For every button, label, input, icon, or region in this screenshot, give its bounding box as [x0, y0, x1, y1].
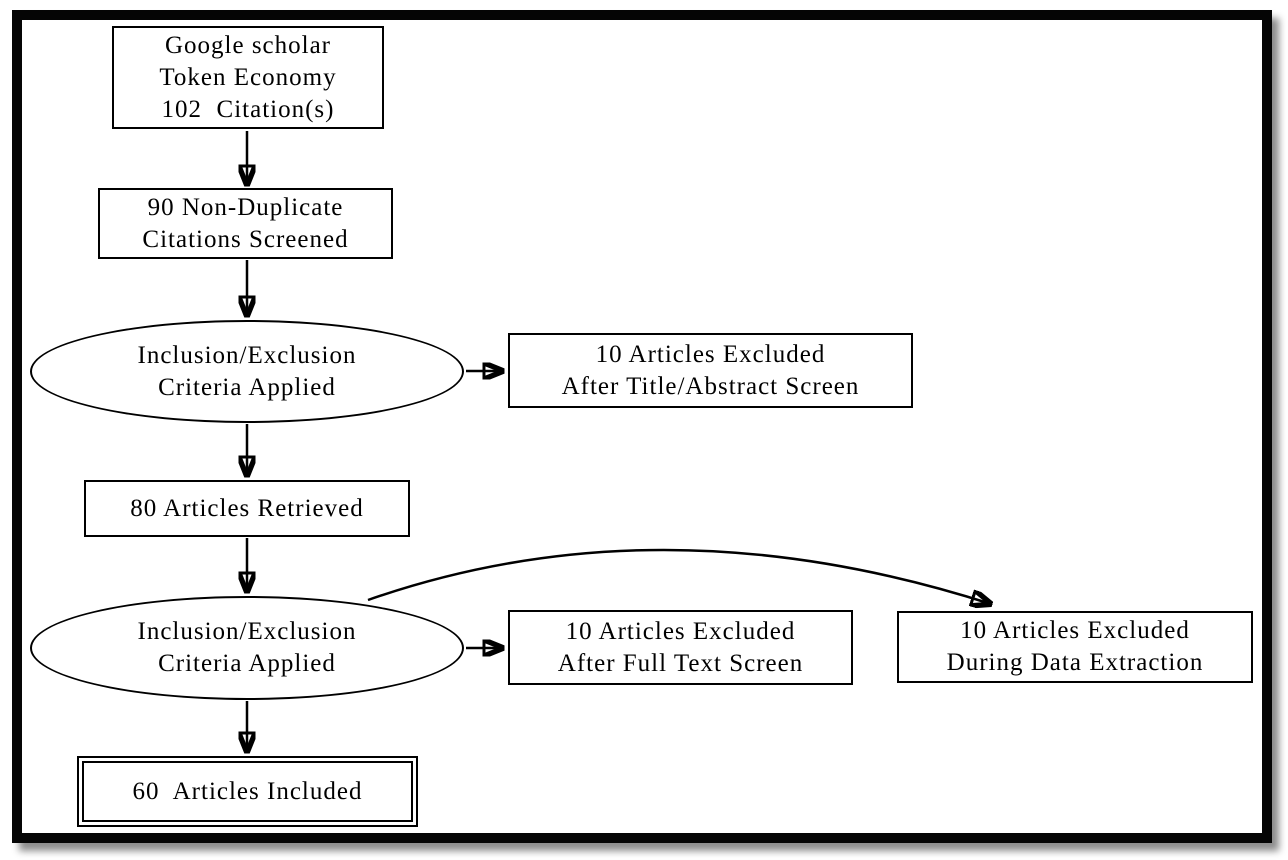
node-excluded-data-extraction: 10 Articles Excluded During Data Extract…	[897, 611, 1253, 683]
node-label: 10 Articles Excluded After Full Text Scr…	[557, 617, 804, 677]
node-excluded-full-text: 10 Articles Excluded After Full Text Scr…	[508, 610, 853, 685]
node-label: 10 Articles Excluded During Data Extract…	[946, 617, 1204, 676]
node-excluded-title-abstract: 10 Articles Excluded After Title/Abstrac…	[508, 333, 913, 408]
node-label: 80 Articles Retrieved	[130, 494, 364, 522]
node-label: 60 Articles Included	[132, 777, 363, 805]
node-label: 90 Non-Duplicate Citations Screened	[142, 193, 349, 253]
node-articles-retrieved: 80 Articles Retrieved	[84, 480, 410, 537]
node-articles-included: 60 Articles Included	[77, 756, 418, 827]
node-label: Inclusion/Exclusion Criteria Applied	[137, 341, 357, 401]
node-label: Inclusion/Exclusion Criteria Applied	[137, 618, 357, 677]
node-label: Google scholar Token Economy 102 Citatio…	[159, 31, 337, 123]
node-google-scholar-source: Google scholar Token Economy 102 Citatio…	[112, 26, 384, 129]
node-criteria-applied-2: Inclusion/Exclusion Criteria Applied	[30, 596, 464, 700]
node-criteria-applied-1: Inclusion/Exclusion Criteria Applied	[30, 320, 464, 423]
node-inner-border: 60 Articles Included	[82, 761, 413, 822]
node-label: 10 Articles Excluded After Title/Abstrac…	[561, 340, 860, 400]
diagram-frame	[12, 10, 1272, 843]
node-non-duplicate-screened: 90 Non-Duplicate Citations Screened	[98, 188, 393, 259]
